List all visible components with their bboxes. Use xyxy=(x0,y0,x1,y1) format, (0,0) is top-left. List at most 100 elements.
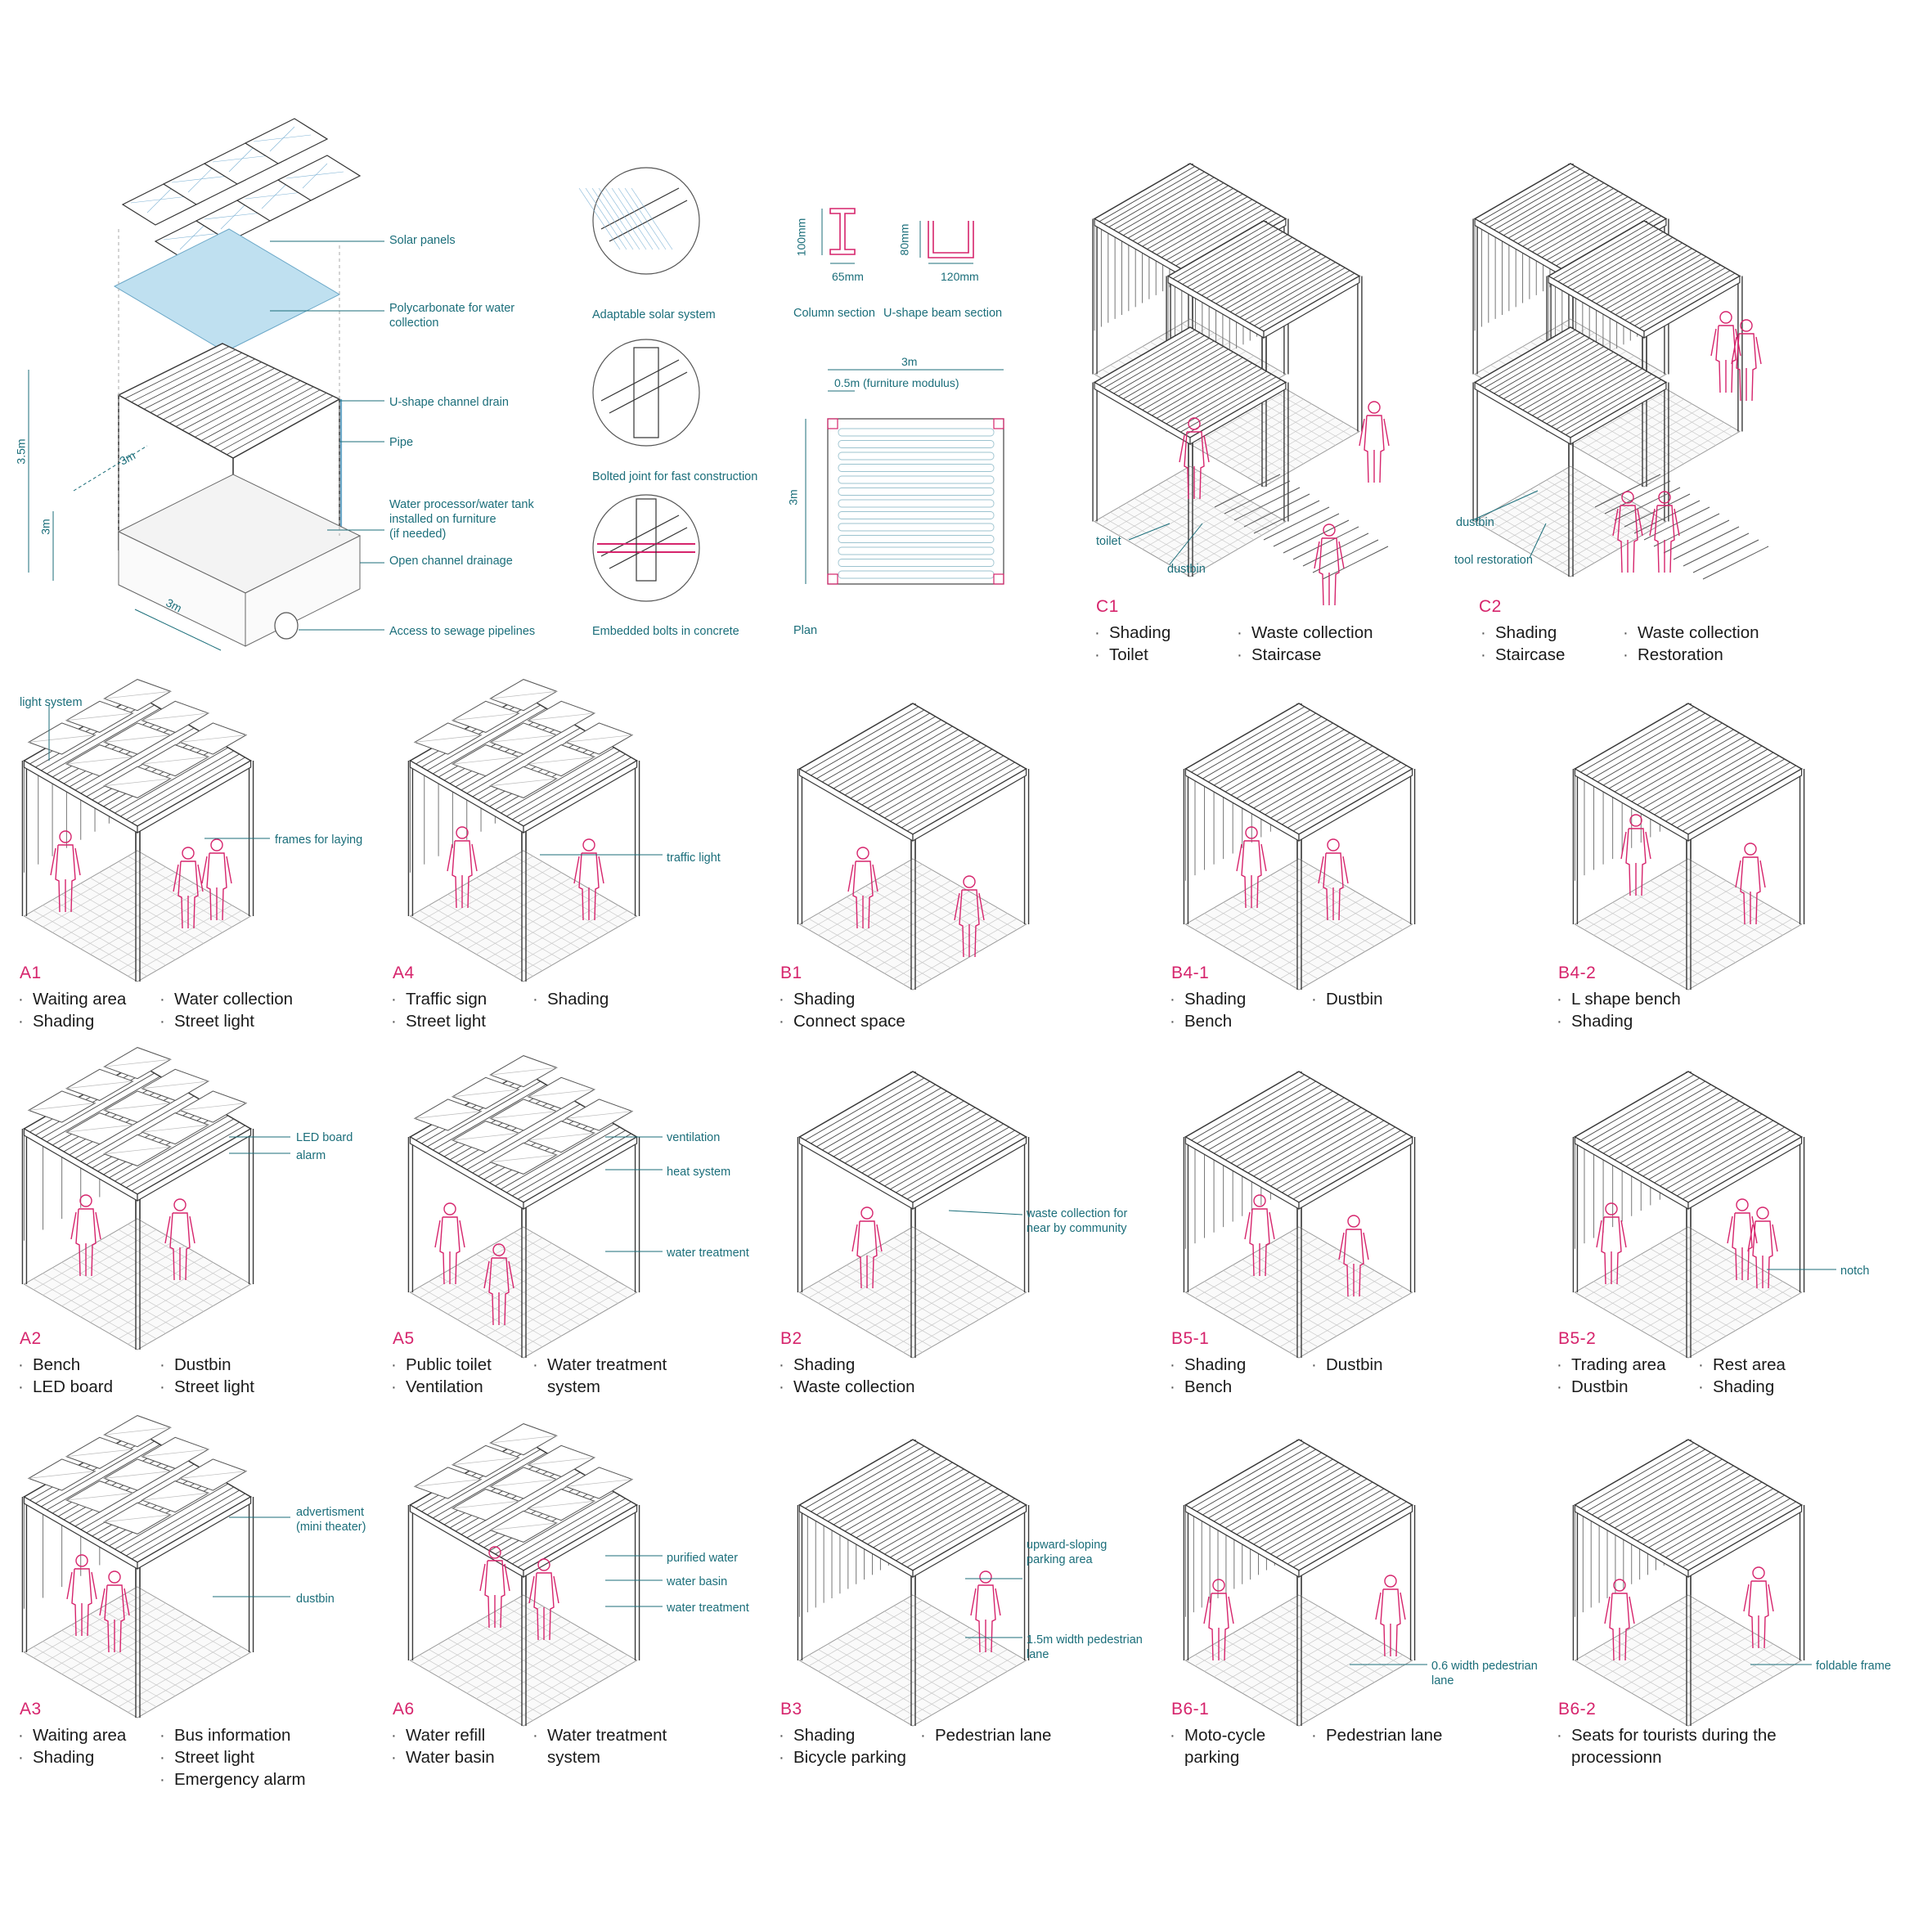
feature-item: Shading xyxy=(793,1355,856,1374)
person-figure xyxy=(1203,1579,1234,1661)
feature-item: Traffic sign xyxy=(406,990,487,1009)
unit-roof xyxy=(1166,220,1361,339)
person-figure xyxy=(528,1558,559,1641)
dim-beam-w: 120mm xyxy=(941,270,979,283)
solar-panel-array xyxy=(121,118,362,263)
callout-leader xyxy=(1529,523,1547,559)
feature-list-b1: ·Shading·Connect space xyxy=(779,990,905,1031)
callout-b3-upward-sloping: upward-sloping parking area xyxy=(1027,1539,1108,1566)
person-figure xyxy=(1735,842,1766,925)
unit-roof xyxy=(1473,326,1668,446)
person-figure xyxy=(66,1554,97,1637)
label-water-processor: Water processor/water tank installed on … xyxy=(389,498,534,541)
feature-item: Shading xyxy=(33,1748,95,1767)
person-figure xyxy=(1359,401,1390,483)
feature-item: Dustbin xyxy=(1326,1355,1383,1374)
person-figure xyxy=(1244,1194,1275,1277)
feature-item: Water treatment xyxy=(547,1726,667,1745)
callout-c2-dustbin: dustbin xyxy=(1456,516,1494,529)
callout-a3-dustbin: dustbin xyxy=(296,1593,335,1606)
label-plan: Plan xyxy=(793,624,818,637)
unit-roof xyxy=(22,1431,253,1570)
unit-axon-a2 xyxy=(21,1047,254,1350)
unit-roof xyxy=(1184,1071,1414,1211)
person-figure xyxy=(954,875,985,958)
unit-roof xyxy=(1573,1071,1804,1211)
person-figure xyxy=(1727,1198,1758,1281)
unit-floor xyxy=(409,1594,638,1727)
dim-plan-w: 3m xyxy=(901,355,918,368)
detail-circle-1 xyxy=(578,167,700,275)
unit-axon-a3 xyxy=(21,1415,254,1719)
unit-axon-b6-2 xyxy=(1572,1439,1805,1727)
callout-b6-2-foldable-frame: foldable frame xyxy=(1816,1660,1891,1673)
person-figure xyxy=(1710,311,1741,393)
feature-item: Bicycle parking xyxy=(793,1748,906,1767)
dim-col-w: 65mm xyxy=(832,270,864,283)
feature-item: Shading xyxy=(1713,1377,1775,1396)
feature-item: Connect space xyxy=(793,1012,905,1031)
unit-floor xyxy=(1574,1594,1803,1727)
feature-item: Ventilation xyxy=(406,1377,483,1396)
unit-solar-panels xyxy=(27,679,248,798)
feature-item: Water treatment xyxy=(547,1355,667,1374)
feature-list-c2: ·Shading·Waste collection ·Staircase·Res… xyxy=(1480,623,1759,664)
callout-a4-traffic-light: traffic light xyxy=(667,851,721,865)
label-u-channel-drain: U-shape channel drain xyxy=(389,396,509,409)
label-u-beam-section: U-shape beam section xyxy=(883,307,1003,320)
unit-floor xyxy=(1094,465,1287,577)
person-figure xyxy=(483,1243,514,1326)
feature-item: Bus information xyxy=(174,1726,291,1745)
unit-solar-panels xyxy=(413,1423,634,1543)
unit-code-b6-2: B6-2 xyxy=(1558,1700,1597,1719)
dim-col-h: 100mm xyxy=(794,218,808,257)
person-figure xyxy=(447,826,478,909)
feature-item: L shape bench xyxy=(1571,990,1681,1009)
feature-list-b5-2: ·Trading area·Rest area·Dustbin·Shading xyxy=(1557,1355,1786,1396)
feature-item: Water refill xyxy=(406,1726,486,1745)
feature-item: Shading xyxy=(1571,1012,1633,1031)
callout-leader xyxy=(1128,523,1170,541)
person-figure xyxy=(1338,1215,1369,1297)
unit-roof xyxy=(1573,703,1804,842)
feature-list-b4-1: ·Shading·Dustbin·Bench xyxy=(1170,990,1383,1031)
feature-item: Water collection xyxy=(174,990,294,1009)
unit-axon-a1 xyxy=(21,679,254,982)
callout-a6-water-treatment: water treatment xyxy=(667,1602,749,1615)
person-figure xyxy=(1649,491,1680,573)
label-sewage-access: Access to sewage pipelines xyxy=(389,625,536,638)
unit-roof xyxy=(22,1063,253,1202)
feature-item: Shading xyxy=(547,990,609,1009)
unit-axon-b5-2 xyxy=(1572,1071,1805,1359)
person-figure xyxy=(1612,491,1643,573)
dim-depth: 3m xyxy=(38,519,52,535)
callout-b6-1-pedestrian-lane: 0.6 width pedestrian lane xyxy=(1431,1660,1538,1687)
callout-leader xyxy=(1471,490,1539,521)
label-column-section: Column section xyxy=(793,307,875,320)
feature-item: Waste collection xyxy=(1638,623,1759,642)
unit-floor xyxy=(409,850,638,982)
unit-roof xyxy=(1184,1439,1414,1579)
unit-code-b6-1: B6-1 xyxy=(1171,1700,1210,1719)
unit-axon-b3 xyxy=(797,1439,1030,1727)
feature-item: system xyxy=(547,1748,600,1767)
feature-item: LED board xyxy=(33,1377,114,1396)
person-figure xyxy=(1179,417,1210,500)
feature-item: Street light xyxy=(174,1748,254,1767)
unit-solar-panels xyxy=(413,1055,634,1175)
feature-list-b2: ·Shading·Waste collection xyxy=(779,1355,915,1396)
feature-item: Dustbin xyxy=(174,1355,231,1374)
unit-axon-b4-1 xyxy=(1183,703,1416,991)
unit-solar-panels xyxy=(413,679,634,798)
unit-roof xyxy=(1184,703,1414,842)
column-i-section xyxy=(829,208,856,255)
unit-floor xyxy=(409,1226,638,1359)
unit-code-b2: B2 xyxy=(780,1329,802,1348)
unit-axon-a6 xyxy=(407,1423,640,1727)
unit-axon-b4-2 xyxy=(1572,703,1805,991)
unit-roof xyxy=(1547,220,1741,339)
label-adaptable-solar: Adaptable solar system xyxy=(592,308,716,321)
